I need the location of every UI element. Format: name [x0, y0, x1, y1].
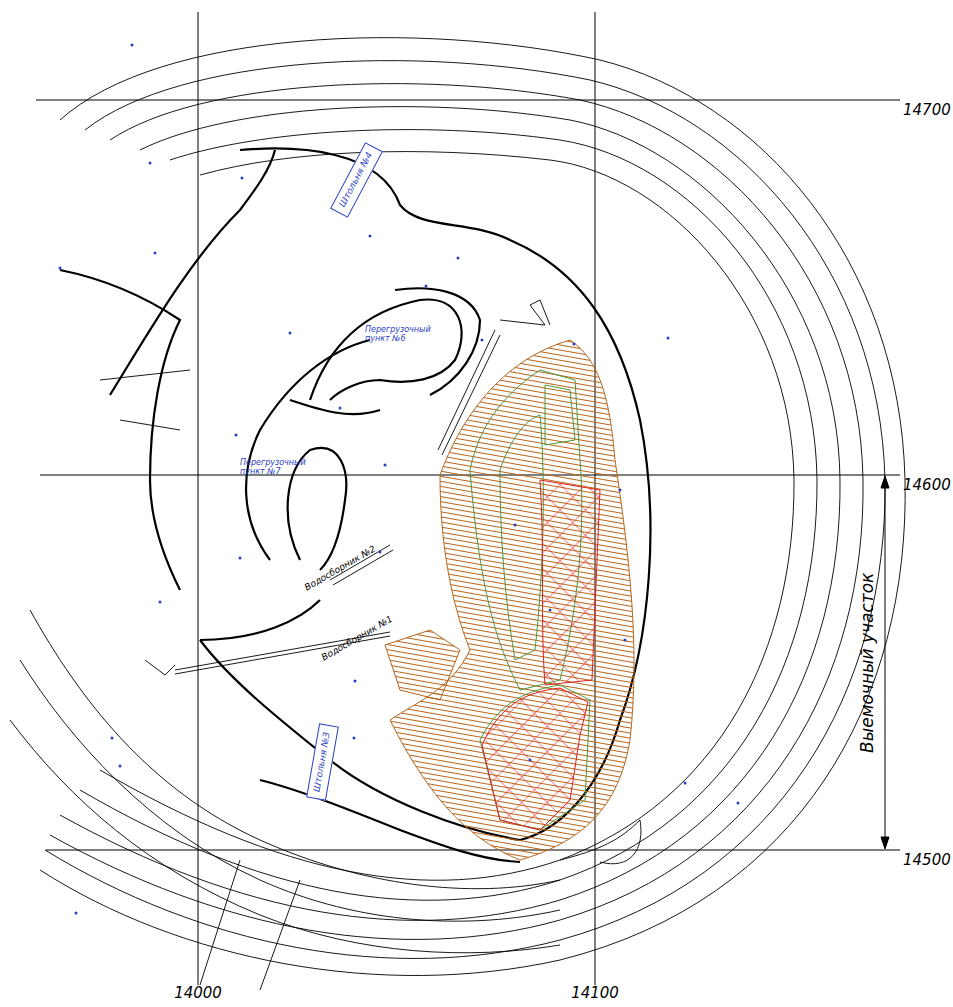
pit-details: [100, 300, 641, 990]
grid-coordinate: 14100: [571, 985, 619, 1002]
excavation-area: [482, 688, 588, 830]
sump-label: Водосборник №1: [320, 613, 395, 662]
survey-points: [59, 44, 740, 915]
sump-label: Водосборник №2: [303, 543, 378, 592]
slope-hatching: [385, 630, 460, 700]
area-title: Выемочный участок: [858, 573, 878, 753]
grid-coordinate: 14600: [903, 477, 951, 494]
adit-label: Штольня №4: [337, 151, 374, 210]
excavation-area: [540, 480, 600, 685]
grid-lines: [36, 12, 900, 985]
adit-label: Штольня №3: [312, 731, 332, 793]
pit-outline: [60, 149, 650, 862]
contour-lines: [10, 38, 905, 976]
grid-coordinate: 14000: [174, 985, 222, 1002]
grid-coordinate: 14700: [903, 102, 951, 119]
slope-hatching: [390, 340, 634, 860]
transfer-point-label: Перегрузочный пункт №7: [240, 458, 310, 476]
transfer-point-label: Перегрузочный пункт №6: [365, 325, 435, 343]
dimension-line: [881, 476, 889, 849]
grid-coordinate: 14500: [903, 852, 951, 869]
